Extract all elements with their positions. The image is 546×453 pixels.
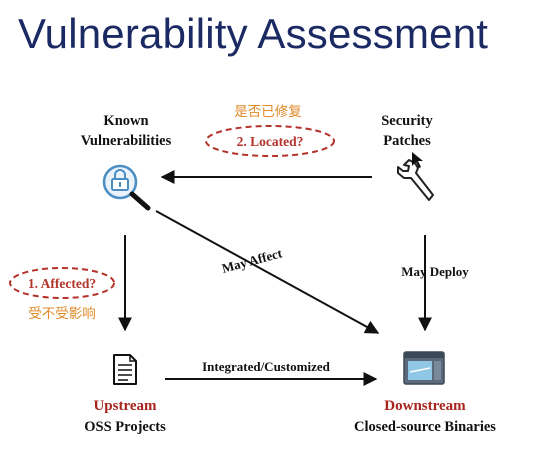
mouse-cursor-icon xyxy=(412,152,423,168)
located-tag-label: 2. Located? xyxy=(237,134,304,149)
may-deploy-label: May Deploy xyxy=(401,264,469,279)
security-patches-label-line1: Security xyxy=(381,113,433,129)
affected-note: 受不受影响 xyxy=(28,306,96,322)
located-note: 是否已修复 xyxy=(234,103,302,120)
wrench-icon xyxy=(397,159,434,201)
security-patches-label-line2: Patches xyxy=(383,133,431,149)
downstream-label: Downstream xyxy=(384,398,466,414)
known-vulnerabilities-label-line2: Vulnerabilities xyxy=(81,133,172,149)
known-vulnerabilities-label-line1: Known xyxy=(103,113,148,129)
page-title: Vulnerability Assessment xyxy=(18,10,488,57)
affected-tag-outline xyxy=(9,267,115,299)
located-tag-outline xyxy=(205,125,335,157)
document-icon xyxy=(113,354,137,385)
closed-source-binaries-label: Closed-source Binaries xyxy=(354,419,496,435)
may-affect-label: May Affect xyxy=(220,245,284,276)
upstream-label: Upstream xyxy=(93,398,157,414)
magnifier-lock-icon xyxy=(102,164,151,211)
integrated-customized-label: Integrated/Customized xyxy=(202,359,331,374)
arrow-vulns-to-downstream xyxy=(155,210,380,334)
affected-tag-label: 1. Affected? xyxy=(28,276,96,291)
window-icon xyxy=(403,351,445,385)
oss-projects-label: OSS Projects xyxy=(84,419,166,435)
